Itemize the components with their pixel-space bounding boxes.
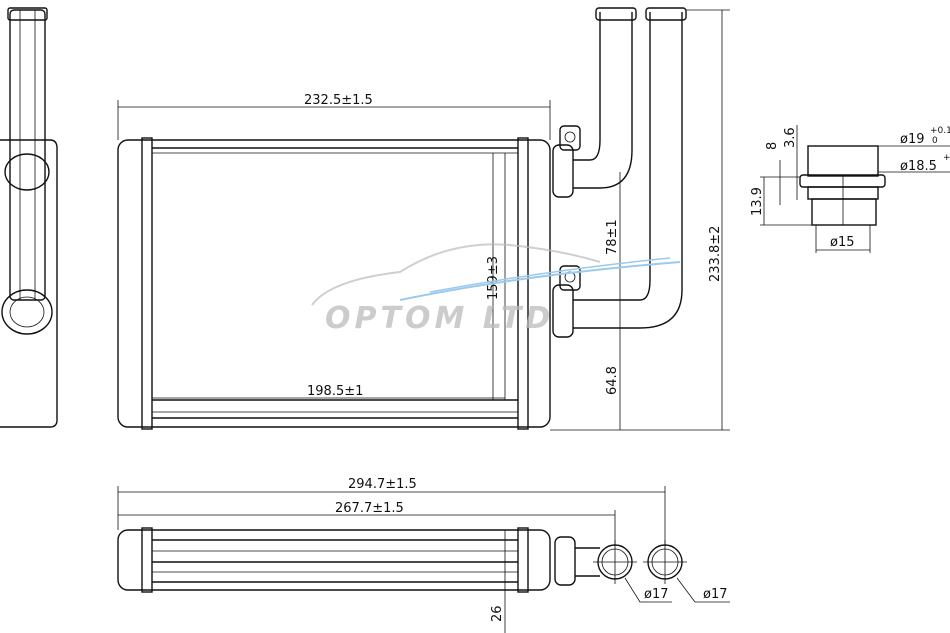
dim-3-6: 3.6 (783, 127, 798, 148)
dim-core-height: 159±3 (486, 256, 501, 300)
dim-outer-tol-upper: +0.1 (930, 126, 950, 136)
side-view (0, 7, 58, 428)
front-view: 232.5±1.5 198.5±1 159±3 78±1 64.8 233.8±… (117, 7, 730, 431)
watermark: OPTOM LTD (311, 243, 681, 336)
dim-seal-tol: + (943, 153, 950, 163)
dim-width: 232.5±1.5 (304, 93, 373, 108)
dim-pipe-length: 267.7±1.5 (335, 501, 404, 516)
dim-depth: 26 (490, 605, 505, 622)
bottom-view: 294.7±1.5 267.7±1.5 26 ø17 ø17 (117, 477, 730, 633)
dim-pipe2-dia: ø17 (703, 587, 728, 602)
watermark-text: OPTOM LTD (325, 301, 554, 336)
dim-inner-dia: ø15 (830, 235, 855, 250)
dim-overall-length: 294.7±1.5 (348, 477, 417, 492)
dim-8: 8 (765, 142, 780, 150)
dim-outer-tol-lower: 0 (932, 136, 938, 146)
dim-height: 13.9 (750, 187, 765, 216)
dim-total-height: 233.8±2 (708, 226, 723, 282)
dim-outer-dia: ø19 (900, 132, 925, 147)
dim-seal-dia: ø18.5 (900, 159, 937, 174)
dim-core-width: 198.5±1 (307, 384, 363, 399)
dim-pipe-offset: 64.8 (605, 366, 620, 395)
fitting-detail: 13.9 8 3.6 ø15 ø19 +0.1 0 ø18.5 + (750, 125, 950, 253)
dim-pipe1-dia: ø17 (644, 587, 669, 602)
dim-pipe-spacing: 78±1 (605, 219, 620, 255)
